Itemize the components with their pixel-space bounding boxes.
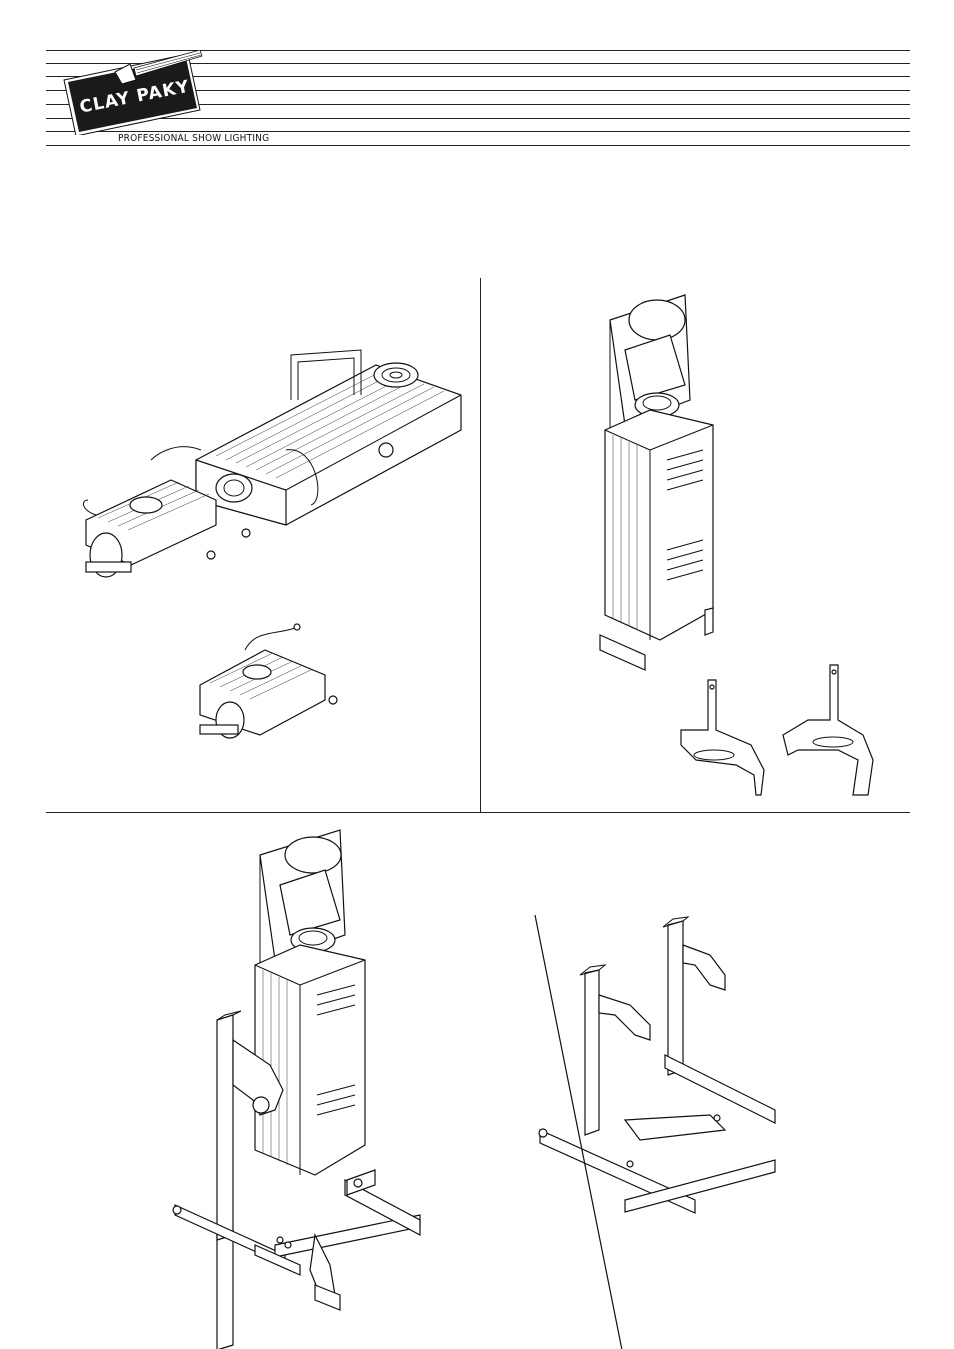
brand-tagline: PROFESSIONAL SHOW LIGHTING [118,133,269,144]
upright-fixture-illustration [595,290,725,675]
support-bracket-right-illustration [778,660,878,800]
support-bracket-left-illustration [676,675,766,800]
header-rule [46,145,910,146]
lamp-housing-illustration [195,620,345,750]
floor-stand-illustration [535,915,795,1220]
panel-divider-vertical [480,278,481,812]
fixture-exploded-illustration [76,340,466,600]
fixture-on-stand-illustration [165,825,430,1325]
panel-divider-horizontal [46,812,910,813]
